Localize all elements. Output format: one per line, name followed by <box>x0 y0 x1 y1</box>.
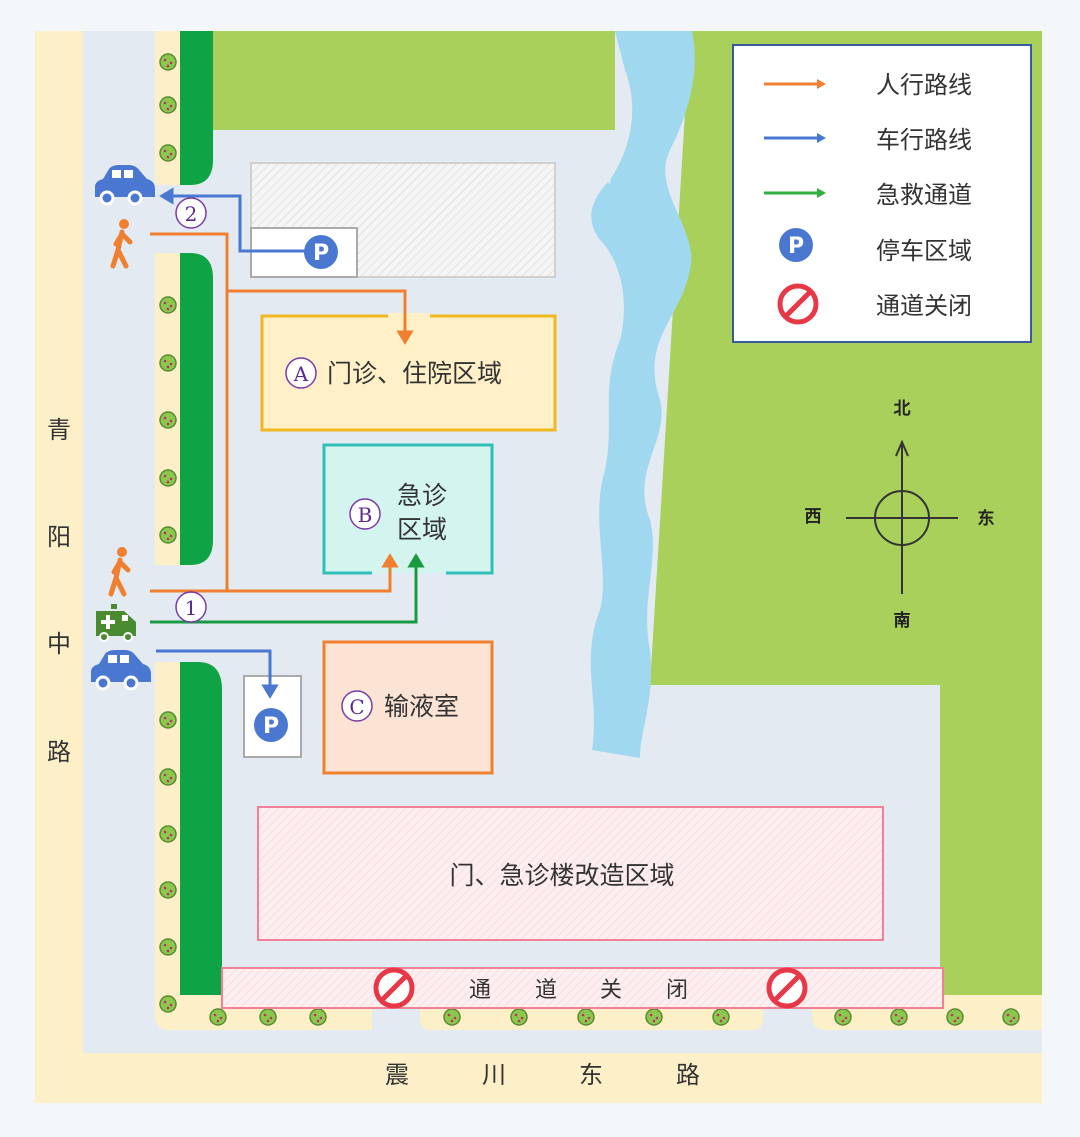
closed-char: 闭 <box>666 978 688 1003</box>
legend-label: 车行路线 <box>876 126 972 154</box>
closed-char: 关 <box>600 978 622 1003</box>
reform-zone: 门、急诊楼改造区域 <box>257 806 884 941</box>
qingyang-road <box>35 31 83 1103</box>
west-road-char: 中 <box>47 630 71 658</box>
no-entry-icon <box>769 970 805 1006</box>
parking-icon <box>254 708 288 742</box>
legend-label: 停车区域 <box>876 237 972 265</box>
river <box>590 31 695 758</box>
zone-c-letter: C <box>349 695 364 719</box>
legend: 人行路线 车行路线 急救通道 停车区域 通道关闭 <box>732 44 1032 343</box>
no-entry-icon <box>376 970 412 1006</box>
vehicle-route-exit <box>162 194 305 253</box>
emergency-route <box>150 562 418 624</box>
closed-char: 道 <box>535 978 557 1003</box>
zone-a-label: 门诊、住院区域 <box>327 359 502 388</box>
zone-b[interactable]: B 急诊 区域 <box>322 443 494 575</box>
zhenchuan-road <box>35 1053 1042 1103</box>
zone-b-letter: B <box>358 503 373 527</box>
pedestrian-route-1 <box>150 560 392 593</box>
west-road-char: 青 <box>47 416 71 444</box>
zone-b-label-line1: 急诊 <box>397 481 447 510</box>
compass-west: 西 <box>805 507 822 527</box>
closed-passage: 通 道 关 闭 <box>221 967 944 1009</box>
no-entry-icon <box>780 286 816 322</box>
legend-label: 通道关闭 <box>876 292 972 320</box>
legend-label: 急救通道 <box>876 181 972 209</box>
ambulance-icon <box>96 604 136 642</box>
south-road-char: 东 <box>579 1061 603 1089</box>
parking-icon <box>779 228 813 262</box>
south-road-char: 川 <box>482 1061 506 1089</box>
zone-b-label-line2: 区域 <box>397 515 447 544</box>
compass <box>846 439 958 594</box>
south-road-char: 路 <box>676 1061 700 1089</box>
pedestrian-route-2 <box>150 232 407 591</box>
parking-icon <box>304 235 338 269</box>
compass-north: 北 <box>894 399 911 419</box>
entrance-2: 2 <box>175 197 207 229</box>
zone-a-letter: A <box>293 362 309 386</box>
zone-c-label: 输液室 <box>384 692 459 721</box>
south-road-char: 震 <box>385 1061 409 1089</box>
entrance-1: 1 <box>175 591 207 623</box>
reform-zone-label: 门、急诊楼改造区域 <box>449 861 674 890</box>
routes <box>150 187 425 699</box>
hedges <box>155 31 1042 1030</box>
zone-c[interactable]: C 输液室 <box>322 640 494 775</box>
entrance-2-label: 2 <box>185 202 198 226</box>
west-road-char: 阳 <box>47 523 71 551</box>
entrance-1-label: 1 <box>185 596 198 620</box>
compass-east: 东 <box>978 508 995 529</box>
west-road-char: 路 <box>47 738 71 766</box>
compass-south: 南 <box>894 610 911 631</box>
vehicle-route-enter <box>156 649 272 690</box>
closed-char: 通 <box>469 978 491 1003</box>
legend-label: 人行路线 <box>876 71 972 99</box>
